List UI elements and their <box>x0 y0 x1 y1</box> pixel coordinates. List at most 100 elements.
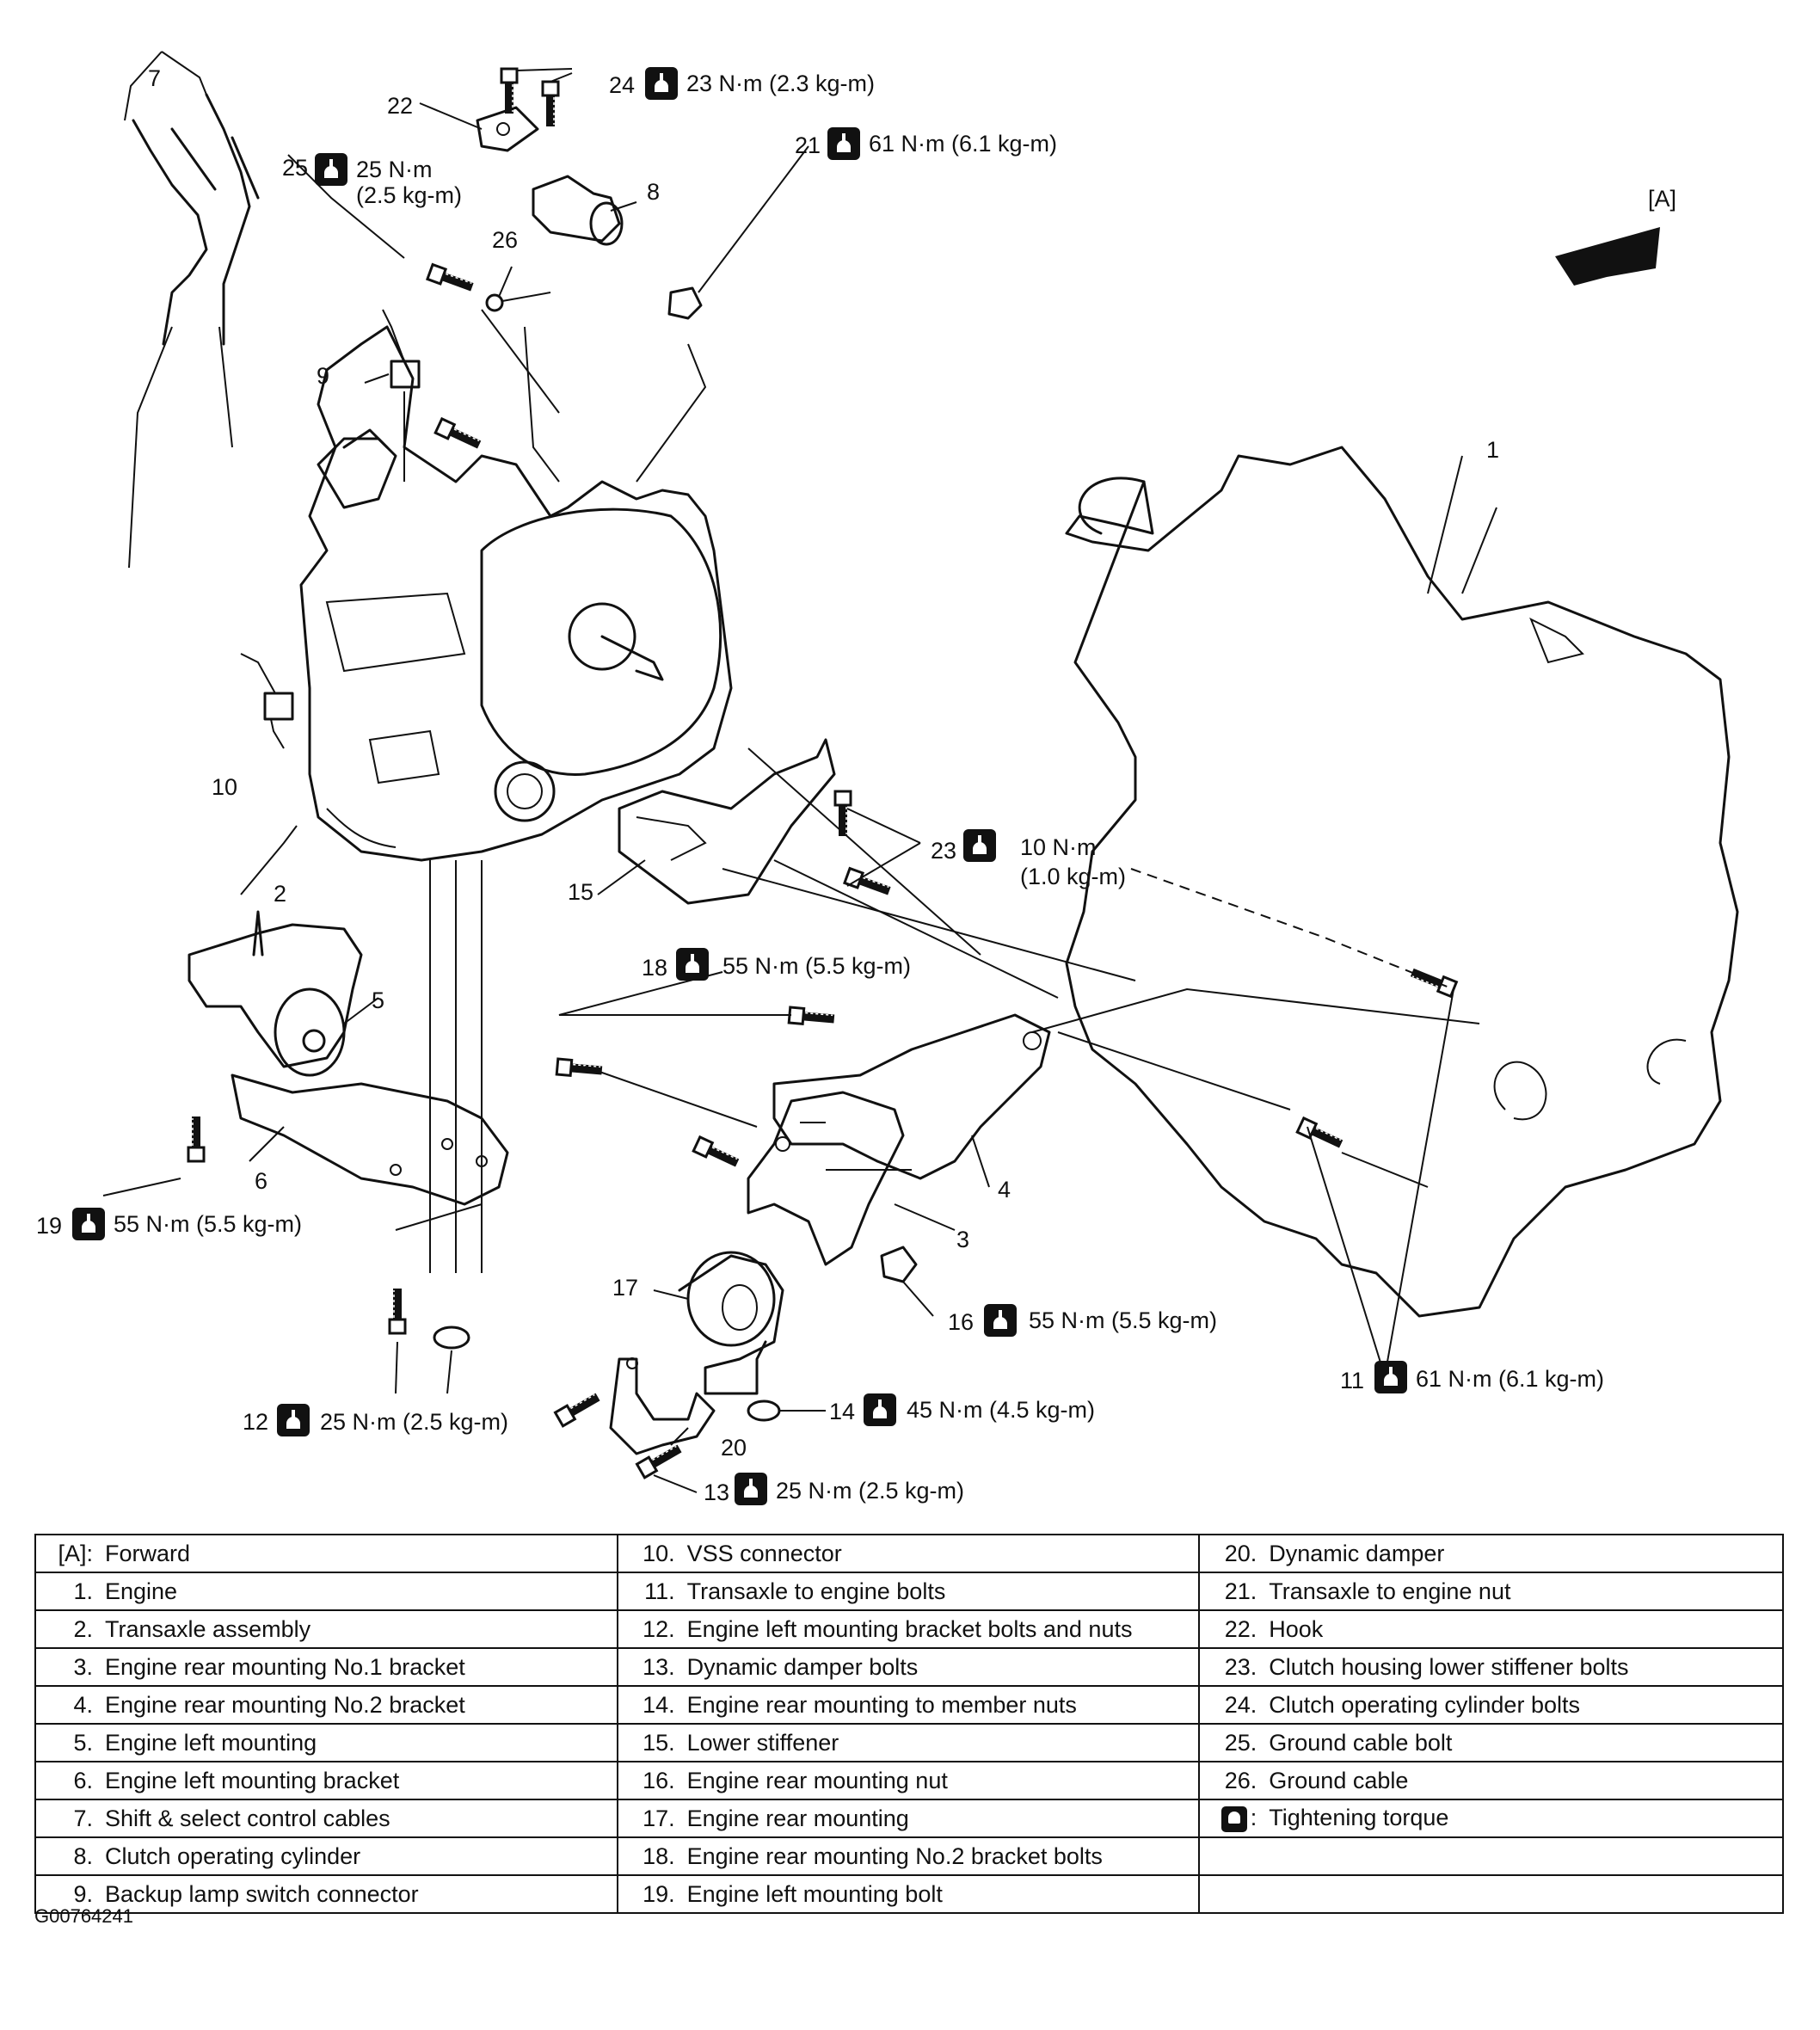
callout-5: 5 <box>372 987 384 1013</box>
callout-13: 13 <box>704 1479 729 1505</box>
legend-item-number: 7. <box>73 1805 93 1831</box>
legend-cell: 15.Lower stiffener <box>616 1723 1201 1762</box>
legend-cell: 13. Dynamic damper bolts <box>616 1647 1201 1687</box>
callout-25: 25 <box>282 155 308 181</box>
legend-cell: 9.Backup lamp switch connector <box>34 1874 618 1914</box>
legend-item-text: Engine rear mounting No.2 bracket bolts <box>686 1842 1103 1869</box>
legend-item-text: Engine rear mounting nut <box>686 1767 948 1793</box>
engine-left-mounting-bolt <box>188 1116 204 1161</box>
legend-item-number: : <box>1207 1805 1269 1832</box>
legend-item-number: 2. <box>73 1615 93 1642</box>
legend-cell: 16.Engine rear mounting nut <box>616 1761 1201 1800</box>
legend-item-text: Shift & select control cables <box>105 1805 390 1831</box>
legend-cell: 1. Engine <box>34 1572 618 1611</box>
legend-item-number: 5. <box>73 1729 93 1756</box>
legend-cell: 12.Engine left mounting bracket bolts an… <box>616 1609 1201 1649</box>
callout-26: 26 <box>492 227 518 253</box>
callout-8: 8 <box>647 179 660 205</box>
legend-cell: 20.Dynamic damper <box>1198 1534 1784 1573</box>
backup-lamp-switch-connector <box>382 309 421 389</box>
legend-item-text: Engine rear mounting to member nuts <box>686 1691 1077 1718</box>
callout-10: 10 <box>212 774 237 800</box>
torque-value-14: 45 N·m (4.5 kg-m) <box>907 1397 1095 1423</box>
legend-item-text: Dynamic damper bolts <box>686 1653 919 1680</box>
clutch-operating-cylinder <box>532 175 624 246</box>
legend-cell: 6.Engine left mounting bracket <box>34 1761 618 1800</box>
legend-cell: 21.Transaxle to engine nut <box>1198 1572 1784 1611</box>
legend-item-number: 14. <box>643 1691 675 1718</box>
legend-cell: 10.VSS connector <box>616 1534 1201 1573</box>
torque-value-23b: (1.0 kg-m) <box>1020 864 1126 889</box>
torque-values: 23 N·m (2.3 kg-m) 61 N·m (6.1 kg-m) 25 N… <box>114 71 1604 1504</box>
legend-item-number: [A]: <box>58 1540 93 1566</box>
callout-9: 9 <box>317 363 329 389</box>
legend-item-number: 20. <box>1224 1540 1257 1566</box>
ground-cable <box>485 292 551 312</box>
legend-item-text: Engine left mounting <box>105 1729 317 1756</box>
torque-value-13: 25 N·m (2.5 kg-m) <box>776 1478 964 1504</box>
legend-item-text: Hook <box>1269 1615 1324 1642</box>
callout-20: 20 <box>721 1435 747 1461</box>
engine-rear-mounting-no2-bracket-bolts <box>556 1007 834 1170</box>
legend-item-number: 24. <box>1224 1691 1257 1718</box>
legend-cell: 18. Engine rear mounting No.2 bracket bol… <box>616 1836 1201 1876</box>
legend-item-text: Engine left mounting bolt <box>686 1880 943 1907</box>
legend-item-number: 18. <box>643 1842 675 1869</box>
legend-item-number: 22. <box>1224 1615 1257 1642</box>
legend-row: 7. Shift & select control cables 17.Engine… <box>34 1799 1784 1838</box>
legend-item-number: 19. <box>643 1880 675 1907</box>
legend-item-text: Forward <box>105 1540 191 1566</box>
leader-lines <box>102 51 1497 1493</box>
legend-item-text: VSS connector <box>686 1540 842 1566</box>
legend-item-text: Engine left mounting bracket <box>105 1767 400 1793</box>
callout-labels: 1 2 3 4 5 6 7 8 9 10 11 12 13 14 15 16 1… <box>36 65 1499 1505</box>
engine-left-mounting <box>188 910 363 1077</box>
legend-cell: 19. Engine left mounting bolt <box>616 1874 1201 1914</box>
torque-value-25b: (2.5 kg-m) <box>356 182 462 208</box>
legend-item-text: Backup lamp switch connector <box>105 1880 419 1907</box>
transaxle-to-engine-bolts <box>1297 965 1456 1151</box>
legend-item-text: Clutch operating cylinder bolts <box>1269 1691 1580 1718</box>
callout-2: 2 <box>274 881 286 907</box>
tightening-torque-icon <box>72 67 1407 1505</box>
callout-11: 11 <box>1340 1368 1364 1393</box>
legend-cell <box>1198 1836 1784 1876</box>
engine-rear-mounting-to-member-nuts <box>747 1399 781 1422</box>
engine-rear-mounting-nut <box>880 1246 918 1283</box>
legend-item-number: 25. <box>1224 1729 1257 1756</box>
legend-row: 2. Transaxle assembly 12.Engine left mount… <box>34 1609 1784 1649</box>
legend-cell: 5. Engine left mounting <box>34 1723 618 1762</box>
legend-cell: [A]: Forward <box>34 1534 618 1573</box>
legend-item-text: Tightening torque <box>1269 1805 1449 1831</box>
legend-cell: 7. Shift & select control cables <box>34 1799 618 1838</box>
ground-cable-bolt <box>427 265 475 295</box>
torque-value-24: 23 N·m (2.3 kg-m) <box>686 71 875 96</box>
engine-outline <box>1065 446 1739 1318</box>
legend-cell: :Tightening torque <box>1198 1799 1784 1838</box>
callout-15: 15 <box>568 879 593 905</box>
clutch-housing-lower-stiffener-bolts <box>835 791 892 898</box>
callout-6: 6 <box>255 1168 267 1194</box>
legend-cell: 25.Ground cable bolt <box>1198 1723 1784 1762</box>
legend-item-text: Engine <box>105 1578 178 1604</box>
legend-item-text: Clutch operating cylinder <box>105 1842 361 1869</box>
legend-item-text: Engine rear mounting No.2 bracket <box>105 1691 465 1718</box>
legend-cell: 2. Transaxle assembly <box>34 1609 618 1649</box>
legend-row: 8. Clutch operating cylinder 18. Engine rea… <box>34 1836 1784 1876</box>
legend-item-number: 8. <box>73 1842 93 1869</box>
legend-cell: 17.Engine rear mounting <box>616 1799 1201 1838</box>
legend-item-number: 17. <box>643 1805 675 1831</box>
legend-item-text: Transaxle assembly <box>105 1615 311 1642</box>
legend-item-number: 23. <box>1224 1653 1257 1680</box>
callout-12: 12 <box>243 1409 268 1435</box>
legend-item-number: 11. <box>644 1578 675 1604</box>
legend-item-number: 1. <box>73 1578 93 1604</box>
legend-item-text: Engine rear mounting No.1 bracket <box>105 1653 465 1680</box>
torque-value-12: 25 N·m (2.5 kg-m) <box>320 1409 508 1435</box>
forward-arrow-icon <box>1555 227 1660 286</box>
legend-item-number: 13. <box>643 1653 675 1680</box>
